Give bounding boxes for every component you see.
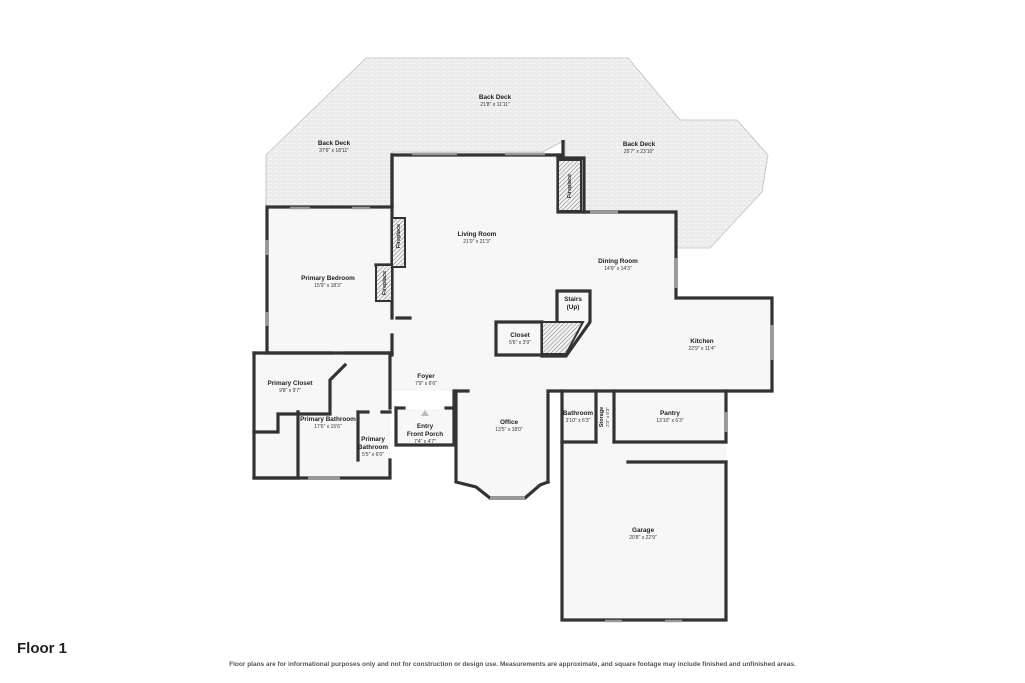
floor-title: Floor 1: [17, 640, 68, 657]
windows: [265, 152, 774, 623]
pantry-dims: 13'10" x 6'3": [656, 418, 684, 424]
foyer-name: Foyer: [417, 373, 435, 380]
garage-dims: 20'8" x 22'9": [629, 535, 657, 541]
closet-name: Closet: [510, 332, 530, 339]
back-deck-left-name: Back Deck: [318, 140, 351, 147]
primary-closet-dims: 9'8" x 9'7": [279, 388, 301, 394]
dining-room-name: Dining Room: [598, 258, 638, 265]
office-name: Office: [500, 419, 519, 426]
garage-name: Garage: [632, 527, 654, 534]
primary-bedroom-name: Primary Bedroom: [301, 275, 355, 282]
living-room-dims: 21'0" x 21'3": [463, 239, 491, 245]
stairs-name: Stairs: [564, 296, 582, 303]
fireplace-bedroom-block: [375, 264, 393, 302]
bathroom-dims: 3'10" x 6'3": [566, 418, 591, 424]
back-deck-right-name: Back Deck: [623, 141, 656, 148]
fireplace-living-block: [391, 217, 406, 268]
back-deck-top-name: Back Deck: [479, 94, 512, 101]
dining-room-dims: 14'9" x 14'3": [604, 266, 632, 272]
primary-bathroom-name: Primary Bathroom: [300, 416, 356, 423]
bathroom-name: Bathroom: [563, 410, 593, 417]
living-room-name: Living Room: [458, 231, 497, 238]
storage-dims: 2'3" x 6'3": [605, 407, 610, 427]
back-deck-right-dims: 25'7" x 23'10": [624, 149, 654, 155]
back-deck-left-dims: 37'6" x 18'11": [319, 148, 349, 154]
stairs-hatch: [541, 321, 585, 355]
fireplace-bedroom-label: Fireplace: [382, 271, 388, 295]
primary-closet-name: Primary Closet: [267, 380, 313, 387]
stairs-name-2: (Up): [567, 304, 580, 311]
entry-dims: 7'4" x 4'7": [414, 439, 436, 445]
storage-name: Storage: [599, 407, 605, 427]
kitchen-dims: 22'9" x 11'4": [688, 346, 715, 352]
back-deck-top-dims: 21'8" x 11'11": [480, 102, 510, 108]
primary-bedroom-dims: 15'9" x 18'3": [314, 283, 342, 289]
foyer-dims: 7'9" x 6'6": [415, 381, 437, 387]
fireplace-deck-block: [557, 159, 582, 212]
disclaimer-text: Floor plans are for informational purpos…: [229, 661, 796, 668]
primary-bathroom-small-name: Primary: [361, 436, 385, 443]
entry-name: Entry: [417, 423, 434, 430]
entry-arrow: [421, 410, 429, 416]
primary-bathroom-small-dims: 5'5" x 6'0": [362, 452, 384, 458]
primary-bathroom-small-name-2: Bathroom: [358, 444, 388, 451]
closet-dims: 5'6" x 3'9": [509, 340, 531, 346]
pantry-name: Pantry: [660, 410, 680, 417]
entry-name-2: Front Porch: [407, 431, 443, 438]
office-dims: 13'5" x 18'0": [495, 427, 523, 433]
interior-floor: [254, 155, 772, 620]
fireplace-living-label: Fireplace: [396, 224, 402, 248]
fireplace-deck-label: Fireplace: [567, 174, 573, 198]
primary-bathroom-dims: 17'6" x 15'6": [314, 424, 342, 430]
kitchen-name: Kitchen: [690, 338, 714, 345]
